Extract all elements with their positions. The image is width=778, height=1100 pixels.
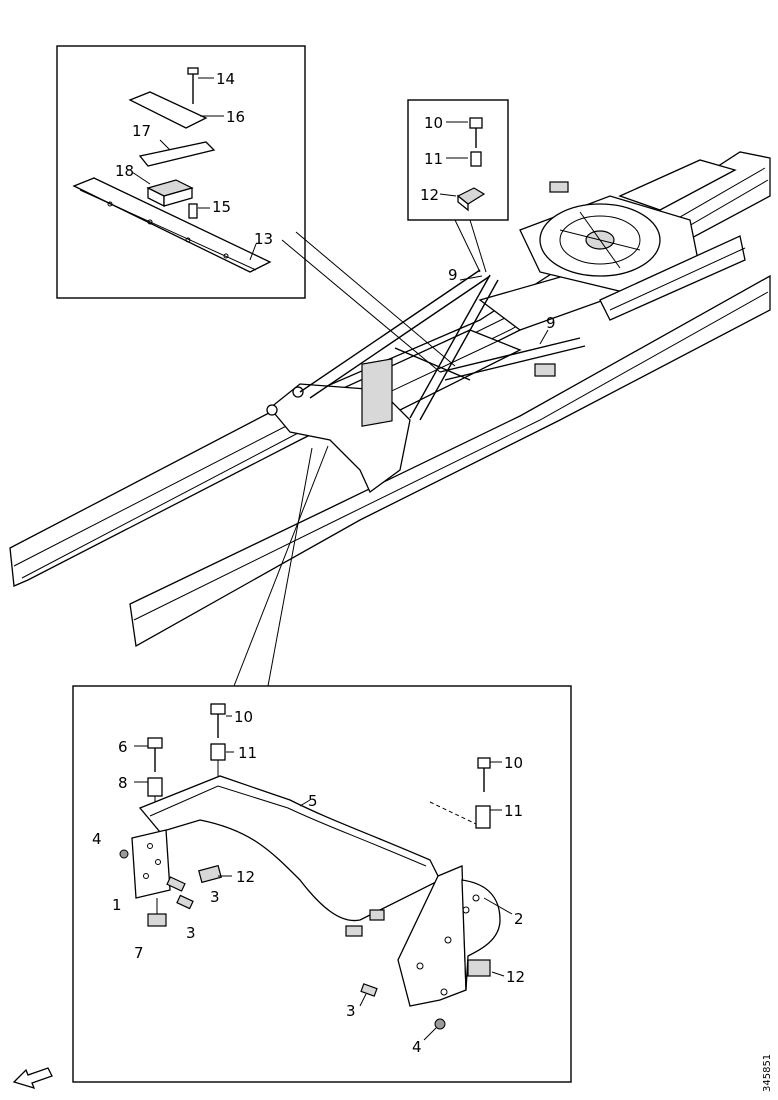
callouts-top-right: 10 11 12 — [420, 114, 443, 204]
support-plate-5 — [138, 775, 441, 922]
plate-17 — [138, 141, 216, 167]
callout-6: 6 — [118, 738, 128, 756]
rail-13 — [72, 177, 272, 273]
callout-3: 3 — [186, 924, 196, 942]
callout-11: 11 — [238, 744, 257, 762]
callout-8: 8 — [118, 774, 128, 792]
callout-7: 7 — [134, 944, 144, 962]
callout-17: 17 — [132, 122, 151, 140]
callout-9: 9 — [546, 314, 556, 332]
figure-reference: 345851 — [762, 1054, 773, 1092]
callout-10: 10 — [504, 754, 523, 772]
callout-13: 13 — [254, 230, 273, 248]
callout-12: 12 — [236, 868, 255, 886]
callout-3: 3 — [346, 1002, 356, 1020]
callout-16: 16 — [226, 108, 245, 126]
forward-arrow-icon — [12, 1067, 53, 1090]
callout-3: 3 — [210, 888, 220, 906]
callout-4: 4 — [92, 830, 102, 848]
callout-10: 10 — [424, 114, 443, 132]
chassis-assembly — [9, 151, 771, 648]
plate-16 — [128, 91, 208, 129]
callout-14: 14 — [216, 70, 235, 88]
detail-frame — [72, 685, 572, 1083]
callout-10: 10 — [234, 708, 253, 726]
detail-box-top-left — [56, 45, 306, 299]
callout-9: 9 — [448, 266, 458, 284]
bracket-2 — [397, 865, 467, 1007]
callout-11: 11 — [504, 802, 523, 820]
callout-11: 11 — [424, 150, 443, 168]
callout-12: 12 — [506, 968, 525, 986]
callout-15: 15 — [212, 198, 231, 216]
callouts-main: 9 9 — [448, 266, 556, 345]
fifth-wheel — [519, 159, 737, 297]
callout-5: 5 — [308, 792, 318, 810]
detail-frame — [56, 45, 306, 299]
detail-box-bottom — [72, 685, 572, 1083]
bracket-1 — [131, 829, 171, 899]
detail-box-top-right — [407, 99, 509, 221]
callout-18: 18 — [115, 162, 134, 180]
callouts-bottom: 10 11 6 8 10 11 5 4 12 1 3 3 7 2 12 3 4 — [92, 708, 525, 1056]
chassis-rail-right — [129, 274, 771, 648]
callouts-top-left: 14 16 17 18 15 13 — [115, 70, 273, 248]
callout-12: 12 — [420, 186, 439, 204]
detail-frame — [407, 99, 509, 221]
callout-2: 2 — [514, 910, 524, 928]
callout-1: 1 — [112, 896, 122, 914]
callout-4: 4 — [412, 1038, 422, 1056]
